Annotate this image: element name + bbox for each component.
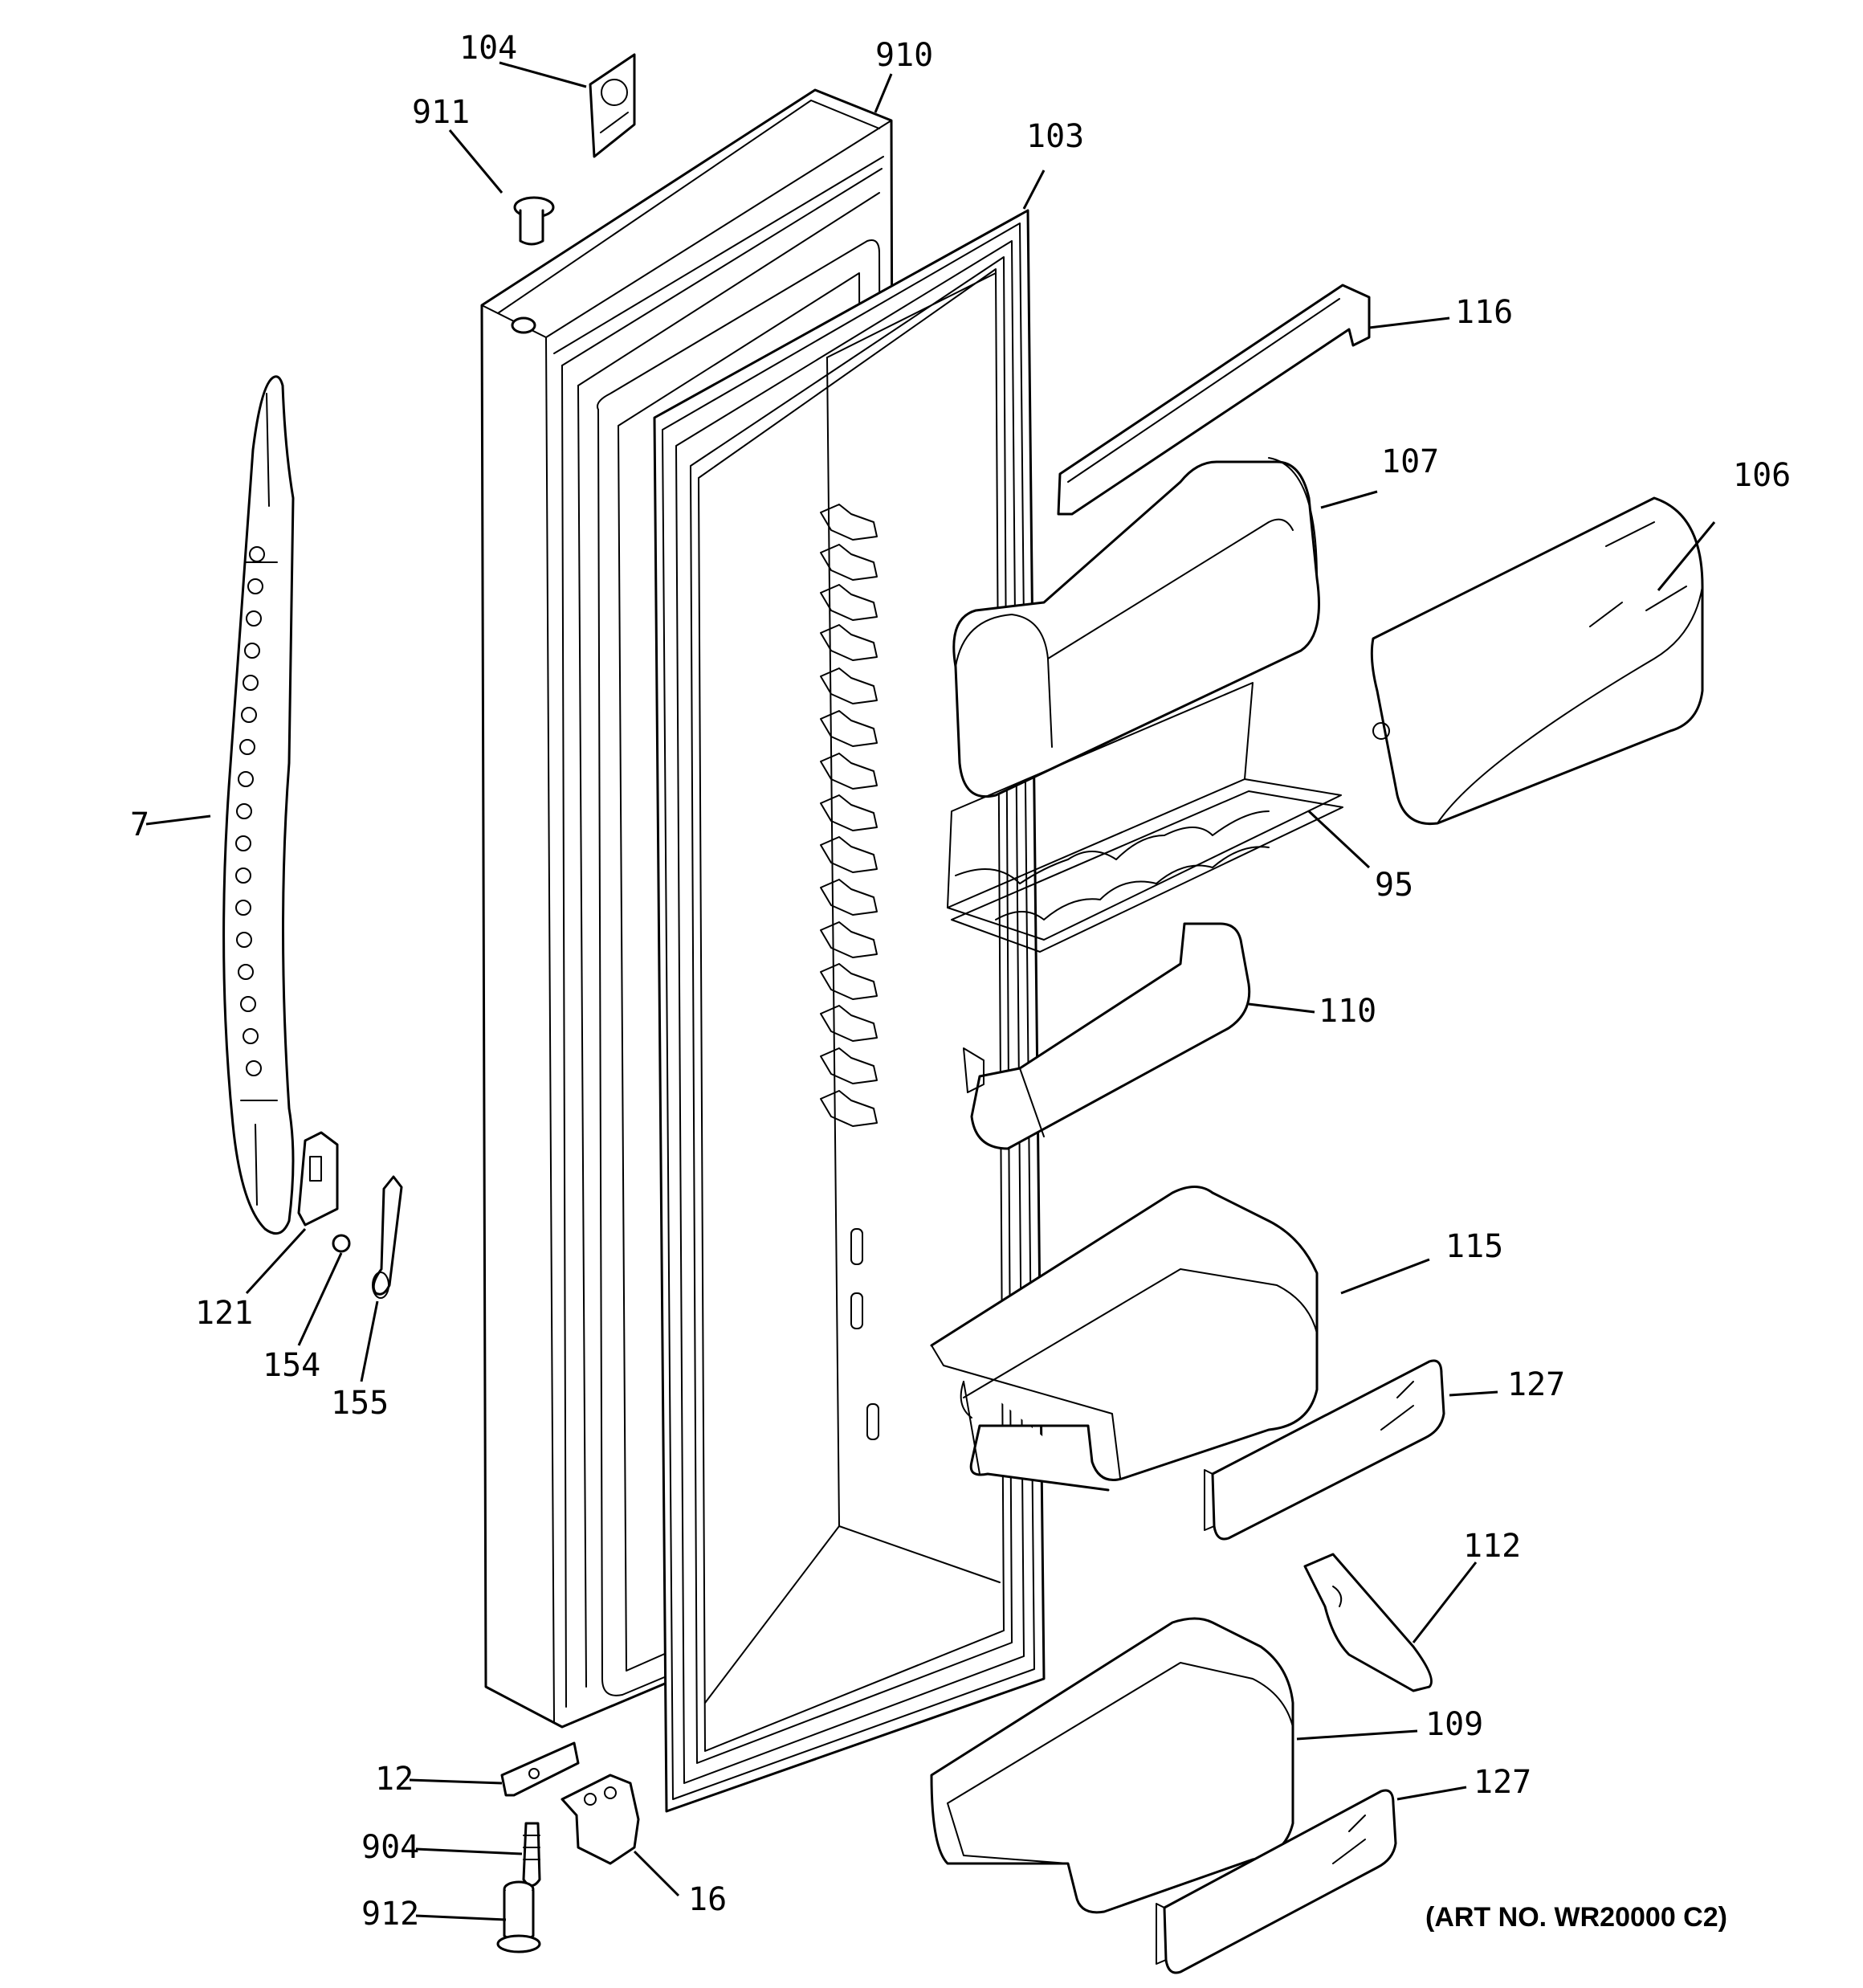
part-155-clip xyxy=(372,1175,403,1299)
part-116-cap-trim xyxy=(1057,284,1371,516)
callout-154: 154 xyxy=(263,1347,320,1384)
callout-16: 16 xyxy=(688,1881,727,1918)
callout-911: 911 xyxy=(412,94,470,131)
callout-127-lower: 127 xyxy=(1474,1764,1531,1801)
part-911-bushing xyxy=(513,196,555,246)
callout-912: 912 xyxy=(361,1896,419,1933)
callout-107: 107 xyxy=(1381,443,1439,480)
part-154-screw xyxy=(332,1234,351,1253)
shelf-clips xyxy=(820,504,878,1127)
callout-910: 910 xyxy=(875,37,933,74)
part-107-door-bin xyxy=(952,457,1320,798)
callout-127-upper: 127 xyxy=(1507,1366,1565,1403)
callout-155: 155 xyxy=(331,1385,389,1422)
part-7-door-handle xyxy=(222,375,295,1235)
callout-106: 106 xyxy=(1733,457,1791,494)
part-127-bin-trim-upper xyxy=(1204,1359,1445,1541)
part-95-wire-rack xyxy=(947,682,1343,953)
part-103-door-gasket xyxy=(653,209,1046,1813)
part-904-screw xyxy=(522,1822,541,1887)
callout-121: 121 xyxy=(195,1295,253,1332)
callout-116: 116 xyxy=(1455,294,1513,331)
part-127-bin-trim-lower xyxy=(1156,1789,1397,1974)
part-106-dairy-cover xyxy=(1370,496,1704,826)
part-12-hinge-bracket xyxy=(500,1741,580,1797)
part-912-cap xyxy=(496,1880,541,1953)
art-number: (ART NO. WR20000 C2) xyxy=(1425,1902,1727,1933)
callout-7: 7 xyxy=(130,806,149,843)
part-110-door-bin xyxy=(963,922,1251,1150)
callout-12: 12 xyxy=(375,1761,414,1798)
callout-112: 112 xyxy=(1463,1528,1521,1565)
callout-104: 104 xyxy=(459,30,517,67)
part-16-bottom-hinge xyxy=(561,1774,640,1865)
callout-labels: 104 910 911 103 116 107 106 7 95 110 115… xyxy=(130,30,1791,1933)
part-121-handle-bracket xyxy=(297,1131,339,1227)
callout-103: 103 xyxy=(1026,118,1084,155)
callout-109: 109 xyxy=(1425,1706,1483,1743)
callout-95: 95 xyxy=(1375,867,1413,904)
callout-110: 110 xyxy=(1319,993,1376,1030)
part-104-logo-badge xyxy=(589,53,636,158)
part-112-bin-divider xyxy=(1303,1553,1433,1692)
part-115-door-bin xyxy=(930,1186,1319,1492)
callout-115: 115 xyxy=(1445,1228,1503,1265)
callout-904: 904 xyxy=(361,1829,419,1866)
leader-lines xyxy=(145,61,1716,1921)
